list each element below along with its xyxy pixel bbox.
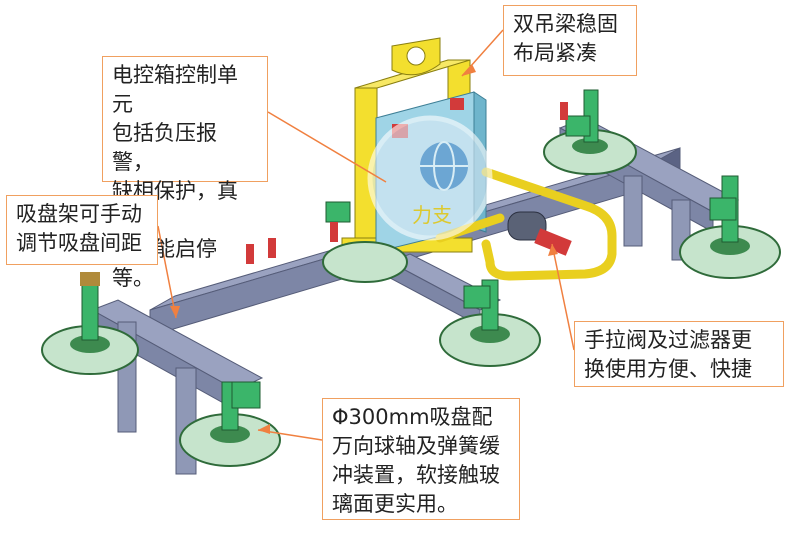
callout-double-beam: 双吊梁稳固 布局紧凑 bbox=[503, 5, 637, 76]
suction-cup-left-front bbox=[179, 381, 281, 467]
suction-cup-right-front bbox=[679, 175, 781, 279]
watermark-text: 力支 bbox=[412, 203, 452, 227]
suction-cup-center-back bbox=[322, 201, 408, 283]
callout-control-box: 电控箱控制单元 包括负压报警， 缺相保护，真空 泵智能启停等。 bbox=[102, 56, 268, 290]
red-fittings bbox=[246, 102, 568, 264]
callout-manual-adjust: 吸盘架可手动 调节吸盘间距 bbox=[6, 195, 158, 265]
suction-cup-right-back bbox=[543, 89, 637, 175]
watermark-logo bbox=[367, 115, 493, 241]
leader-arrowheads bbox=[170, 64, 558, 434]
callout-suction-cup: Φ300mm吸盘配 万向球轴及弹簧缓 冲装置，软接触玻 璃面更实用。 bbox=[322, 398, 520, 520]
callout-hand-valve: 手拉阀及过滤器更 换使用方便、快捷 bbox=[574, 321, 784, 387]
suction-cup-middle bbox=[439, 279, 541, 367]
filter-valve bbox=[507, 211, 572, 256]
suction-cup-left-back bbox=[41, 272, 139, 375]
